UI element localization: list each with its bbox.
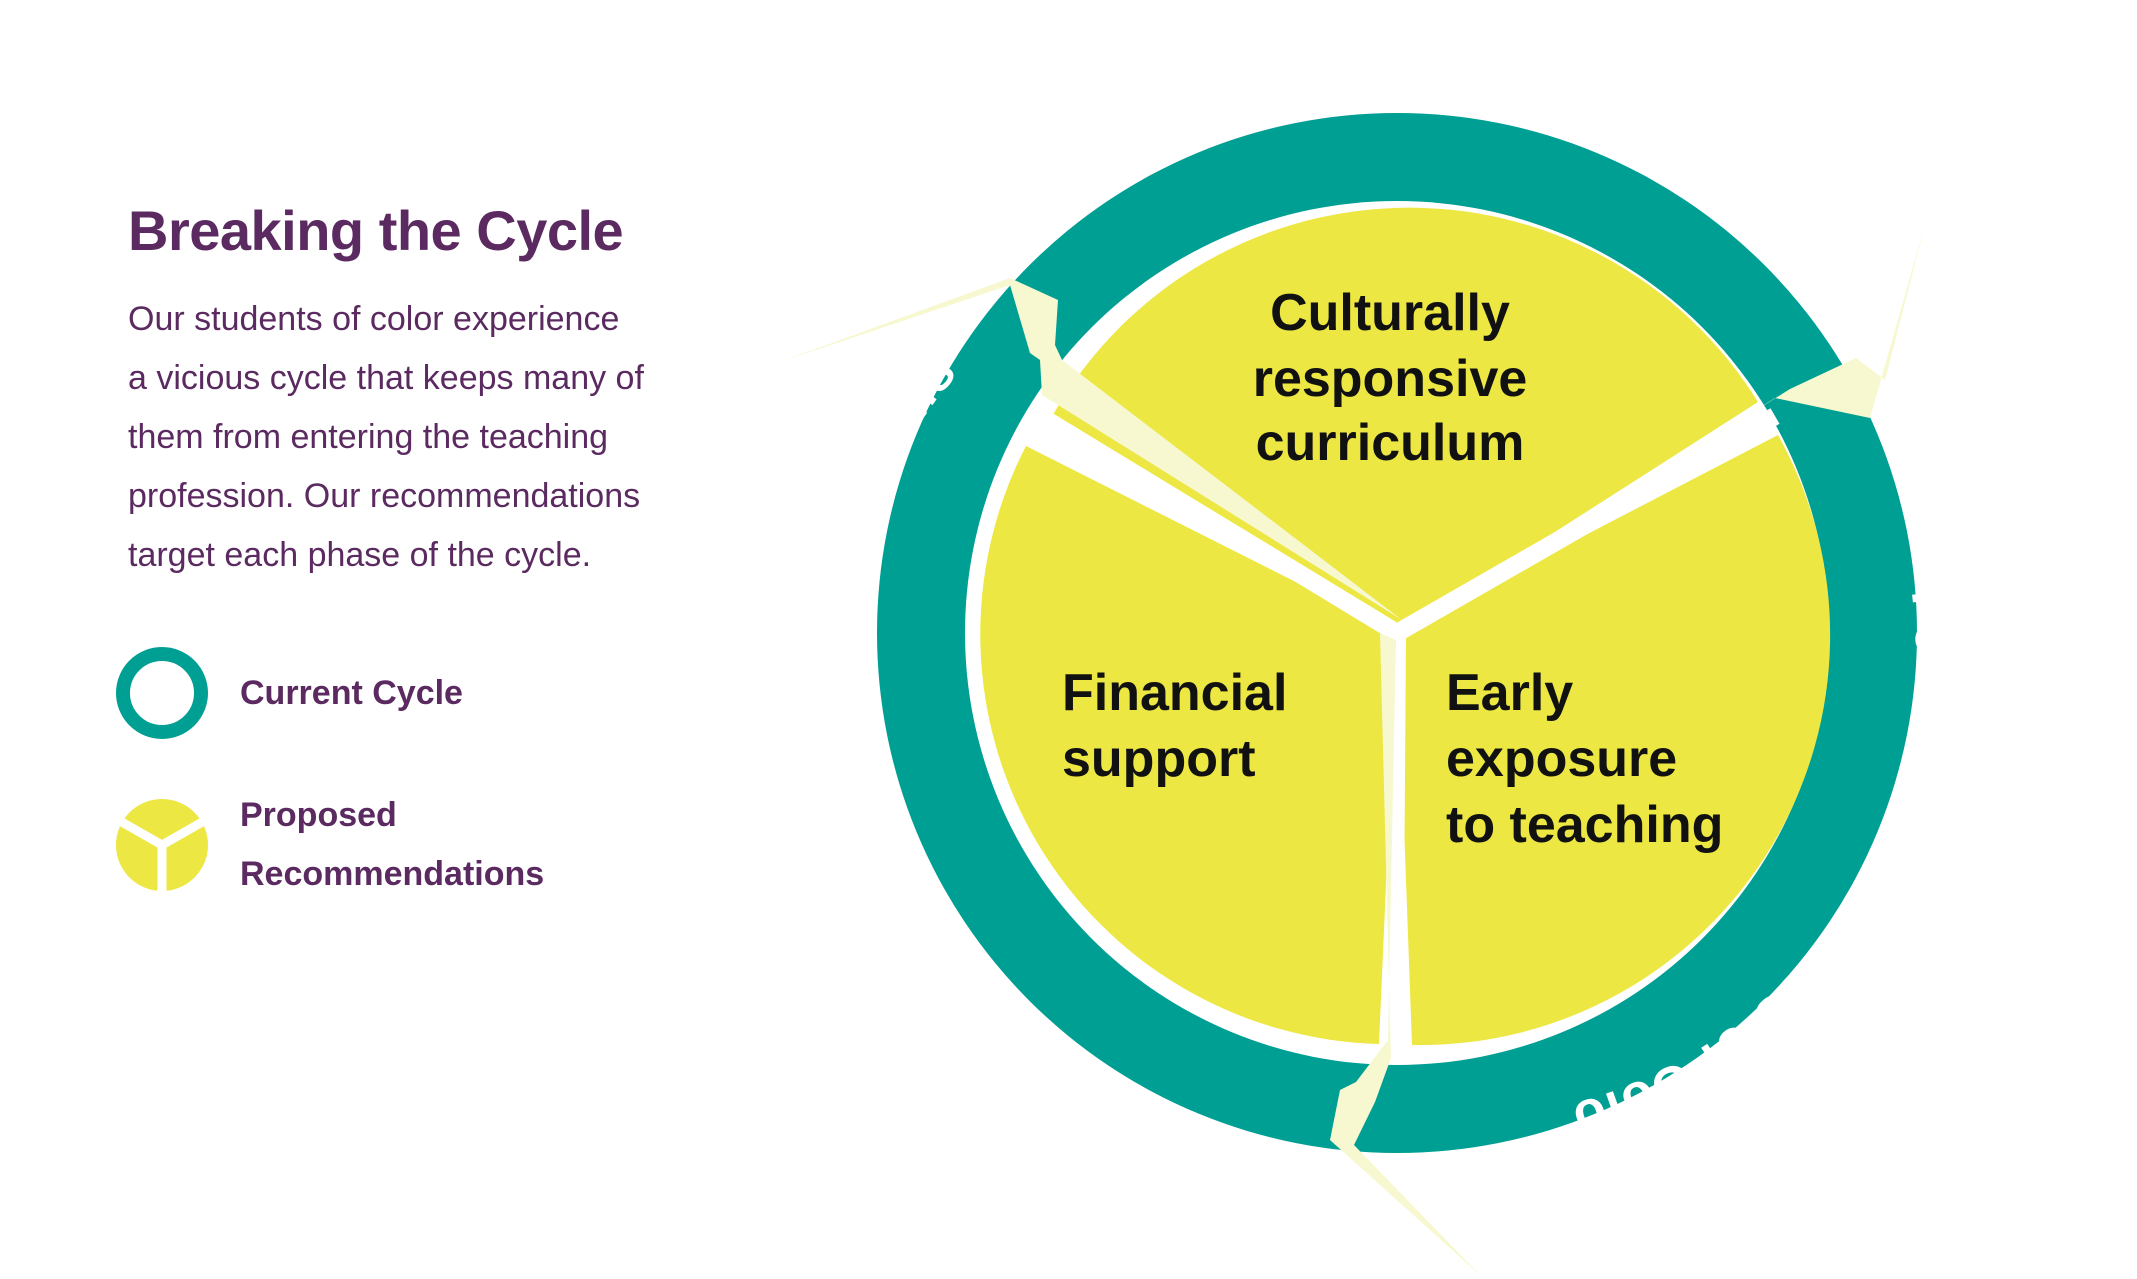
description-line: them from entering the teaching	[128, 418, 609, 456]
recommendation-top: Culturally responsive curriculum	[1253, 284, 1528, 472]
legend-label-line: Proposed	[240, 796, 397, 834]
legend-proposed-recommendations: Proposed Recommendations	[114, 786, 544, 904]
ring-icon	[116, 647, 208, 739]
pie-icon	[116, 799, 208, 893]
recommendation-top-line: responsive	[1253, 350, 1528, 408]
recommendation-right-line: to teaching	[1446, 796, 1723, 854]
sector-right	[1397, 435, 1831, 1046]
recommendation-sectors	[980, 207, 1831, 1061]
legend-current-cycle: Current Cycle	[114, 645, 463, 741]
legend-label-line: Recommendations	[240, 855, 545, 893]
legend-label-current-cycle: Current Cycle	[240, 673, 463, 712]
recommendation-left-line: Financial	[1062, 664, 1287, 722]
description: Our students of color experience a vicio…	[128, 290, 728, 585]
recommendation-left: Financial support	[1062, 664, 1287, 788]
description-line: profession. Our recommendations	[128, 477, 641, 515]
recommendation-top-line: Culturally	[1270, 284, 1510, 342]
sector-left	[980, 446, 1397, 1044]
sector-dividers	[1025, 402, 1780, 1061]
legend-label-proposed: Proposed Recommendations	[240, 786, 544, 904]
description-line: Our students of color experience	[128, 300, 620, 338]
recommendation-left-line: support	[1062, 730, 1256, 788]
recommendation-right: Early exposure to teaching	[1446, 664, 1723, 854]
recommendation-top-line: curriculum	[1256, 414, 1525, 472]
description-line: a vicious cycle that keeps many of	[128, 359, 644, 397]
crack-bottom	[1330, 633, 1480, 1275]
page-title: Breaking the Cycle	[128, 199, 624, 262]
cracks	[780, 225, 1925, 1275]
recommendation-right-line: exposure	[1446, 730, 1677, 788]
description-line: target each phase of the cycle.	[128, 536, 592, 574]
recommendation-right-line: Early	[1446, 664, 1573, 722]
